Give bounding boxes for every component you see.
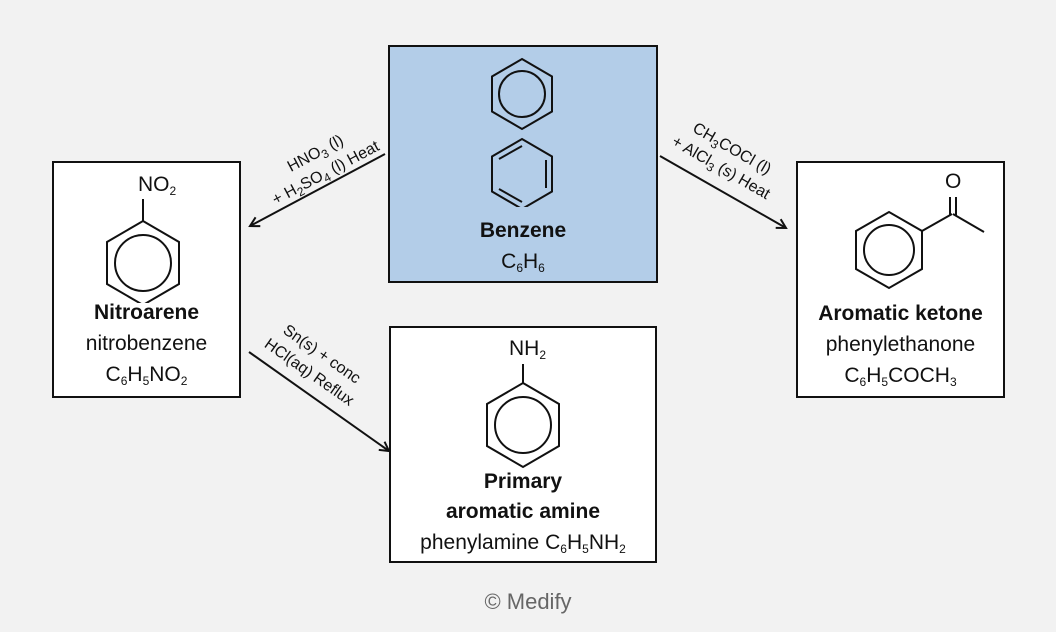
arrow-nitration [250,153,386,226]
benzene-name: Benzene [479,219,567,242]
nitroarene-formula: C6H5NO2 [105,363,188,388]
phenylethanone-structure [855,197,985,290]
arrow-acylation [659,155,786,228]
ketone-name: Aromatic ketone [818,302,983,325]
carbonyl-oxygen-label: O [945,170,962,193]
phenylamine-structure [486,364,560,469]
amine-name-line2: aromatic amine [445,500,601,523]
credit-text: © Medify [484,589,572,614]
nitrobenzene-structure [106,199,180,303]
amine-name-line1: Primary [483,470,563,493]
amine-formula: phenylamine C6H5NH2 [420,531,626,556]
nitro-group-label: NO2 [138,173,177,198]
amine-box: NH2 Primary aromatic amine phenylamine C… [389,326,657,563]
ketone-formula: C6H5COCH3 [844,364,957,389]
nitroarene-name: Nitroarene [93,301,200,324]
arrow-reduction [248,351,389,451]
benzene-formula: C6H6 [501,250,545,275]
nitroarene-box: NO2 Nitroarene nitrobenzene C6H5NO2 [52,161,241,398]
amino-group-label: NH2 [509,337,547,362]
benzene-box: Benzene C6H6 [388,45,658,283]
benzene-structure [491,57,553,207]
ketone-box: O Aromatic ketone phenylethanone C6H5COC… [796,161,1005,398]
ketone-common-name: phenylethanone [825,333,976,356]
nitroarene-common-name: nitrobenzene [85,332,208,355]
